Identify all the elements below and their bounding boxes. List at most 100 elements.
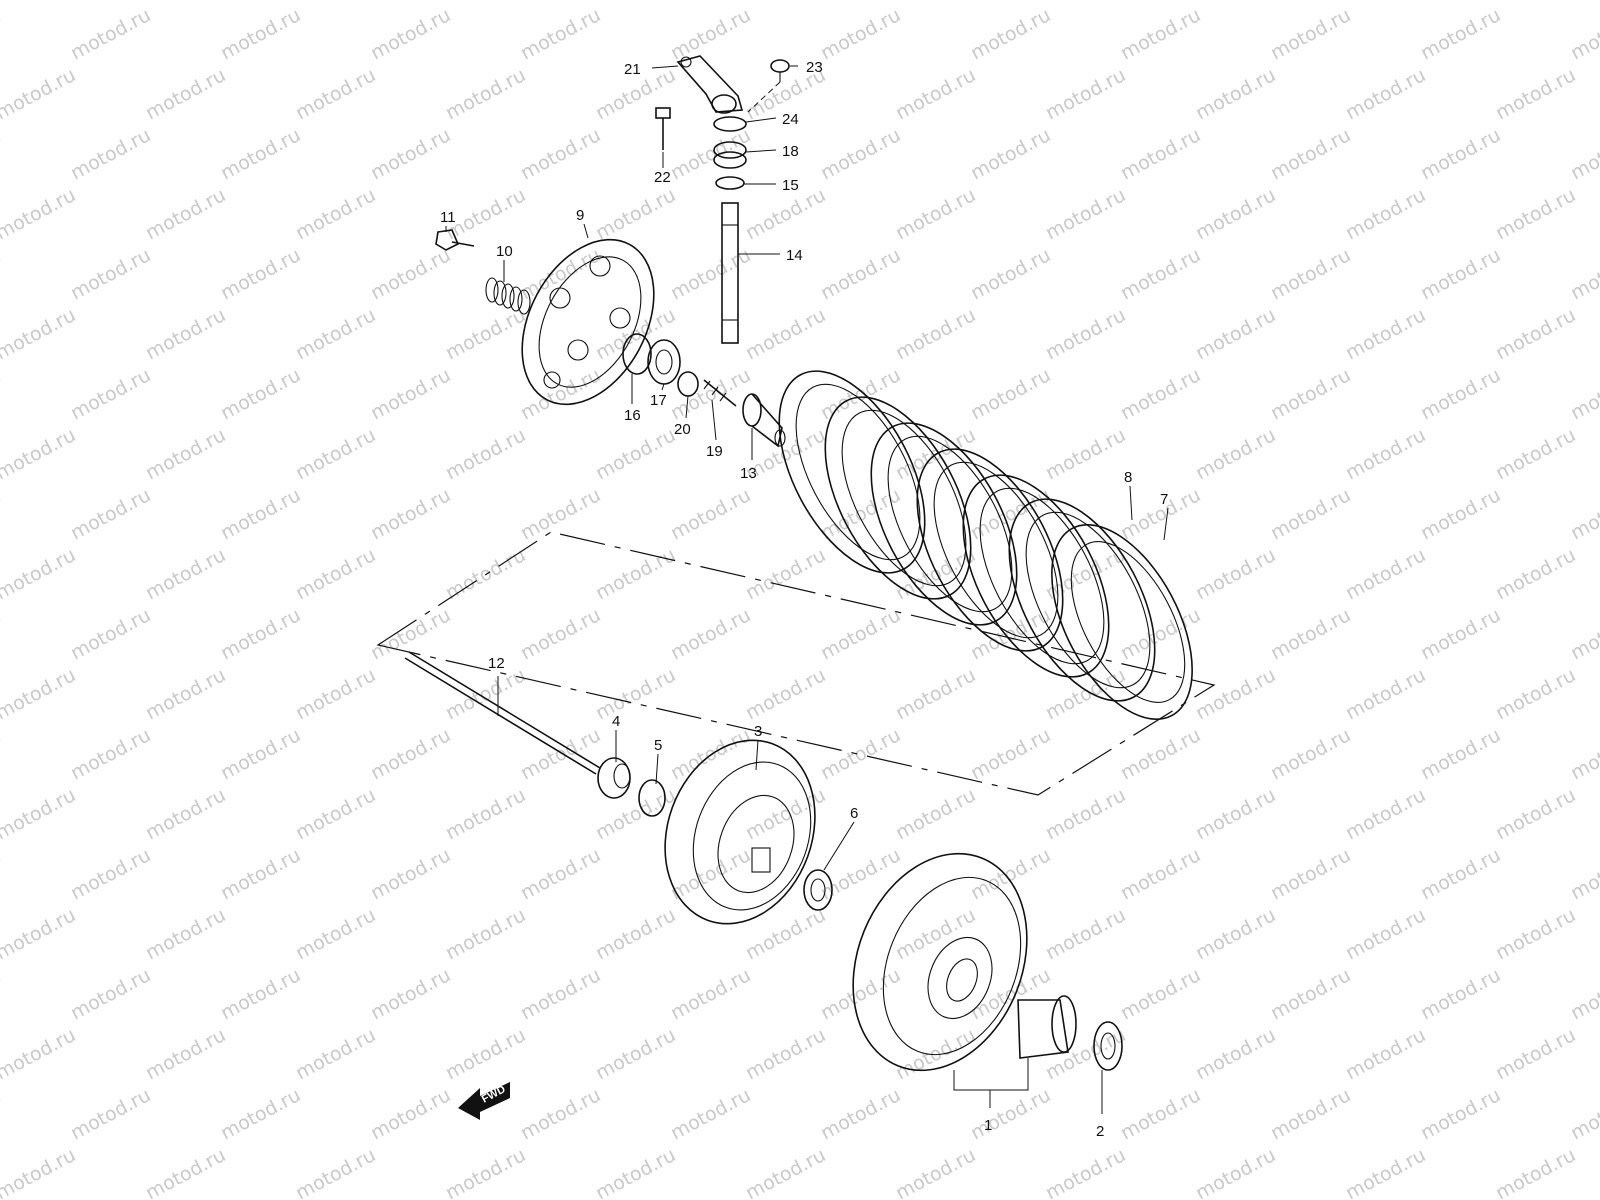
watermark-text: motod.ru — [1267, 844, 1354, 904]
part-11-bolt — [435, 229, 475, 251]
watermark-text: motod.ru — [1342, 1144, 1429, 1200]
callout-22: 22 — [654, 169, 671, 186]
watermark-text: motod.ru — [67, 364, 154, 424]
watermark-text: motod.ru — [817, 4, 904, 64]
watermark-text: motod.ru — [517, 964, 604, 1024]
part-3-clutch-hub — [664, 739, 816, 925]
watermark-text: motod.ru — [1267, 244, 1354, 304]
watermark-text: motod.ru — [1192, 904, 1279, 964]
watermark-text: motod.ru — [0, 544, 79, 604]
watermark-text: motod.ru — [67, 604, 154, 664]
watermark-text: motod.ru — [0, 844, 4, 904]
watermark-text: motod.ru — [217, 724, 304, 784]
watermark-text: motod.ru — [367, 364, 454, 424]
watermark-text: motod.ru — [1567, 364, 1600, 424]
watermark-text: motod.ru — [1042, 64, 1129, 124]
watermark-text: motod.ru — [592, 184, 679, 244]
watermark-text: motod.ru — [1567, 244, 1600, 304]
watermark-text: motod.ru — [0, 4, 4, 64]
watermark-text: motod.ru — [742, 0, 829, 4]
part-6-thrust-washer — [803, 869, 833, 911]
watermark-text: motod.ru — [1417, 964, 1504, 1024]
watermark-text: motod.ru — [1192, 1024, 1279, 1084]
watermark-text: motod.ru — [1492, 184, 1579, 244]
watermark-text: motod.ru — [592, 1144, 679, 1200]
watermark-text: motod.ru — [1417, 484, 1504, 544]
watermark-text: motod.ru — [667, 484, 754, 544]
watermark-text: motod.ru — [967, 364, 1054, 424]
watermark-text: motod.ru — [1342, 664, 1429, 724]
watermark-text: motod.ru — [742, 1144, 829, 1200]
watermark-text: motod.ru — [217, 364, 304, 424]
watermark-text: motod.ru — [1567, 124, 1600, 184]
watermark-text: motod.ru — [592, 904, 679, 964]
watermark-text: motod.ru — [1417, 124, 1504, 184]
watermark-text: motod.ru — [967, 244, 1054, 304]
watermark-text: motod.ru — [217, 4, 304, 64]
callout-12: 12 — [488, 655, 505, 672]
watermark-text: motod.ru — [1267, 1084, 1354, 1144]
part-15-washer — [715, 176, 745, 190]
watermark-text: motod.ru — [217, 604, 304, 664]
watermark-text: motod.ru — [1417, 1084, 1504, 1144]
watermark-text: motod.ru — [442, 304, 529, 364]
watermark-text: motod.ru — [0, 1024, 79, 1084]
watermark-text: motod.ru — [292, 784, 379, 844]
watermark-text: motod.ru — [892, 784, 979, 844]
watermark-text: motod.ru — [1567, 4, 1600, 64]
watermark-text: motod.ru — [67, 964, 154, 1024]
watermark-text: motod.ru — [217, 124, 304, 184]
part-17-bearing — [647, 339, 681, 385]
part-23-screw — [770, 59, 790, 82]
watermark-text: motod.ru — [442, 664, 529, 724]
watermark-text: motod.ru — [667, 844, 754, 904]
watermark-text: motod.ru — [367, 1084, 454, 1144]
callout-1: 1 — [984, 1117, 992, 1134]
callout-18: 18 — [782, 143, 799, 160]
watermark-text: motod.ru — [1342, 0, 1429, 4]
watermark-text: motod.ru — [1117, 844, 1204, 904]
watermark-text: motod.ru — [442, 424, 529, 484]
watermark-text: motod.ru — [0, 724, 4, 784]
watermark-text: motod.ru — [967, 724, 1054, 784]
watermark-text: motod.ru — [517, 4, 604, 64]
watermark-text: motod.ru — [592, 1024, 679, 1084]
callout-3: 3 — [754, 723, 762, 740]
part-12-push-rod — [404, 651, 601, 775]
watermark-text: motod.ru — [1267, 724, 1354, 784]
part-1-clutch-housing — [852, 852, 1077, 1072]
watermark-text: motod.ru — [742, 784, 829, 844]
watermark-text: motod.ru — [367, 4, 454, 64]
watermark-text: motod.ru — [217, 844, 304, 904]
watermark-text: motod.ru — [142, 424, 229, 484]
watermark-text: motod.ru — [1042, 784, 1129, 844]
watermark-text: motod.ru — [817, 724, 904, 784]
part-22-bolt — [655, 107, 671, 150]
watermark-text: motod.ru — [1492, 64, 1579, 124]
watermark-text: motod.ru — [442, 0, 529, 4]
watermark-text: motod.ru — [1567, 484, 1600, 544]
part-5-washer — [638, 779, 666, 817]
part-19-adjuster-screw — [703, 379, 737, 407]
watermark-text: motod.ru — [1042, 424, 1129, 484]
watermark-text: motod.ru — [967, 844, 1054, 904]
watermark-text: motod.ru — [1192, 304, 1279, 364]
callout-10: 10 — [496, 243, 513, 260]
watermark-text: motod.ru — [742, 664, 829, 724]
callout-14: 14 — [786, 247, 803, 264]
watermark-text: motod.ru — [892, 664, 979, 724]
watermark-text: motod.ru — [367, 124, 454, 184]
watermark-text: motod.ru — [892, 904, 979, 964]
watermark-text: motod.ru — [292, 424, 379, 484]
watermark-text: motod.ru — [0, 1144, 79, 1200]
watermark-text: motod.ru — [1042, 304, 1129, 364]
callout-labels: 21 23 24 18 22 15 11 9 10 14 16 17 20 19… — [440, 59, 1168, 1140]
watermark-text: motod.ru — [1567, 1084, 1600, 1144]
watermark-text: motod.ru — [667, 1084, 754, 1144]
watermark-text: motod.ru — [142, 664, 229, 724]
watermark-text: motod.ru — [1342, 184, 1429, 244]
watermark-text: motod.ru — [292, 904, 379, 964]
leader-23-dash — [747, 81, 781, 113]
